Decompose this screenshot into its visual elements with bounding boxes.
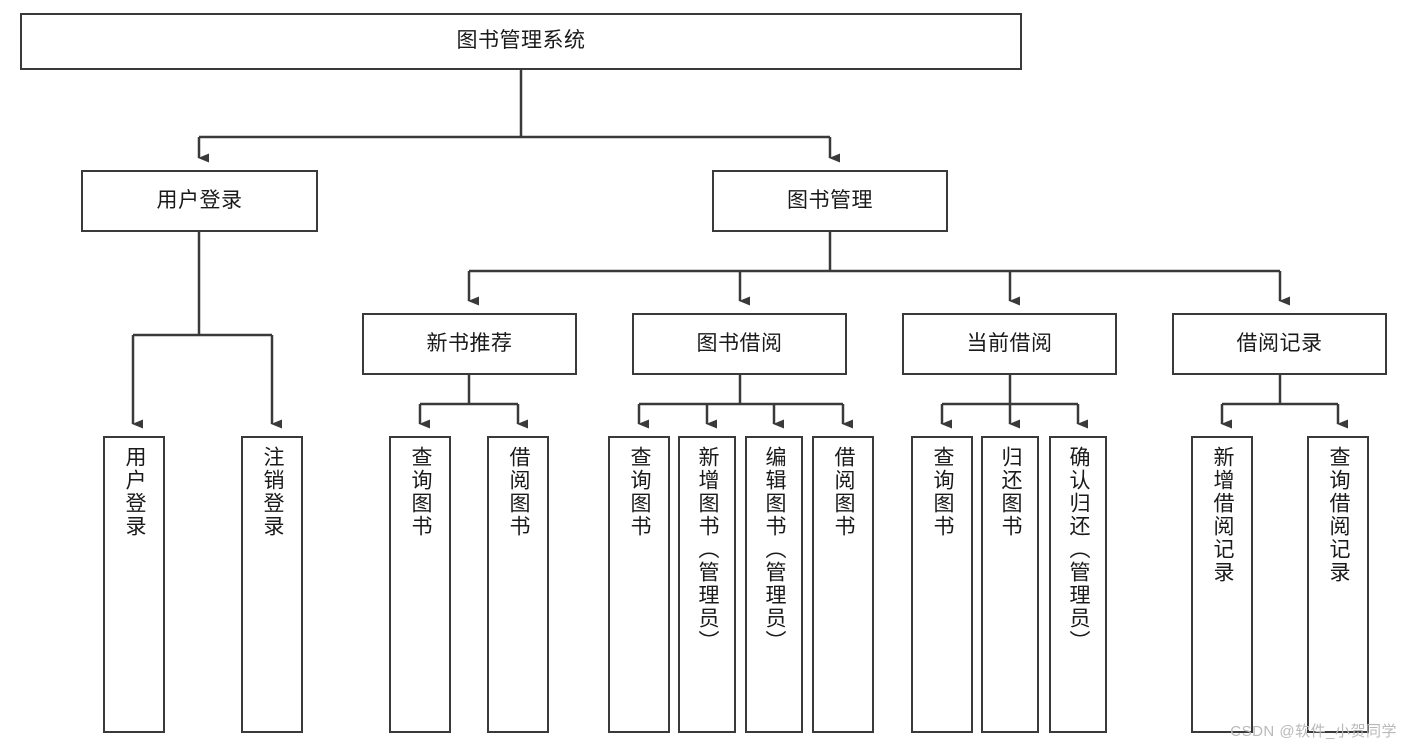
leaf-user-login-login[interactable]: 用户登录 <box>103 436 165 733</box>
node-book-borrow[interactable]: 图书借阅 <box>632 313 847 375</box>
node-label: 注销登录 <box>261 446 285 538</box>
node-new-book-recommend[interactable]: 新书推荐 <box>362 313 577 375</box>
node-label: 新增借阅记录 <box>1211 446 1235 584</box>
node-label: 用户登录 <box>123 446 147 538</box>
node-label: 借阅图书 <box>507 446 531 538</box>
leaf-borrow-record-query-record[interactable]: 查询借阅记录 <box>1307 436 1369 733</box>
leaf-current-borrow-return-book[interactable]: 归还图书 <box>981 436 1039 733</box>
node-label: 图书管理系统 <box>456 29 586 53</box>
leaf-book-borrow-borrow-book[interactable]: 借阅图书 <box>812 436 874 733</box>
leaf-new-book-query-book[interactable]: 查询图书 <box>389 436 451 733</box>
node-label: 图书借阅 <box>696 331 783 355</box>
node-label: 用户登录 <box>156 188 243 212</box>
leaf-book-borrow-query-book[interactable]: 查询图书 <box>608 436 670 733</box>
leaf-current-borrow-query-book[interactable]: 查询图书 <box>911 436 973 733</box>
node-label: 当前借阅 <box>966 331 1053 355</box>
node-label: 查询图书 <box>409 446 433 538</box>
leaf-new-book-borrow-book[interactable]: 借阅图书 <box>487 436 549 733</box>
node-label: 新书推荐 <box>426 331 513 355</box>
leaf-current-borrow-confirm-return-admin[interactable]: 确认归还（管理员） <box>1049 436 1107 733</box>
leaf-user-login-logout[interactable]: 注销登录 <box>241 436 303 733</box>
node-book-management[interactable]: 图书管理 <box>712 170 948 232</box>
leaf-book-borrow-edit-book-admin[interactable]: 编辑图书（管理员） <box>745 436 803 733</box>
node-borrow-record[interactable]: 借阅记录 <box>1172 313 1387 375</box>
watermark-text: CSDN @软件_小贺同学 <box>1230 723 1397 740</box>
node-label: 借阅记录 <box>1236 331 1323 355</box>
node-label: 编辑图书（管理员） <box>763 446 787 653</box>
node-label: 图书管理 <box>787 188 873 212</box>
node-label: 确认归还（管理员） <box>1067 446 1091 653</box>
leaf-borrow-record-add-record[interactable]: 新增借阅记录 <box>1191 436 1253 733</box>
node-label: 归还图书 <box>999 446 1023 538</box>
node-label: 查询借阅记录 <box>1327 446 1351 584</box>
leaf-book-borrow-add-book-admin[interactable]: 新增图书（管理员） <box>678 436 736 733</box>
node-label: 新增图书（管理员） <box>696 446 720 653</box>
node-root-book-management-system[interactable]: 图书管理系统 <box>20 13 1022 70</box>
node-user-login[interactable]: 用户登录 <box>81 170 318 232</box>
node-label: 查询图书 <box>931 446 955 538</box>
node-label: 查询图书 <box>628 446 652 538</box>
node-current-borrow[interactable]: 当前借阅 <box>902 313 1117 375</box>
node-label: 借阅图书 <box>832 446 856 538</box>
